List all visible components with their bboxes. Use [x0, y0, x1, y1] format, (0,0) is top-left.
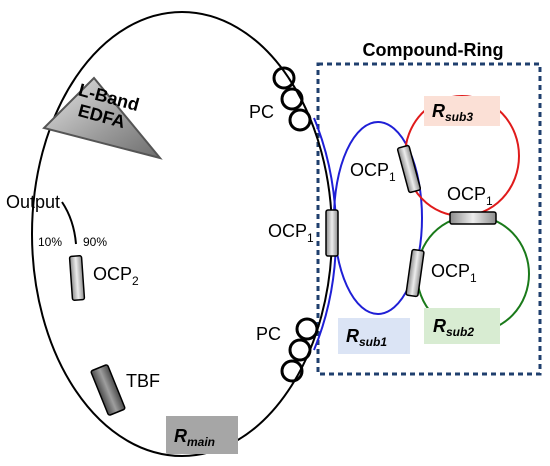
output-ratio-90: 90% [83, 235, 107, 249]
output-label: Output [6, 192, 60, 212]
tbf-filter-icon [90, 364, 126, 416]
pc-upper-icon [272, 66, 312, 132]
ocp2-coupler-icon [68, 255, 86, 301]
ocp1-main-label: OCP1 [268, 221, 314, 245]
edfa-amplifier-icon [42, 76, 163, 160]
rsub1-label-bg [338, 318, 410, 354]
pc-lower-label: PC [256, 324, 281, 344]
rsub3-label: Rsub3 [432, 101, 473, 124]
pc-upper-label: PC [249, 102, 274, 122]
ocp1-sub3-label: OCP1 [447, 184, 493, 208]
rmain-label-bg [166, 416, 238, 454]
output-fiber [61, 201, 77, 245]
ocp1-sub1-coupler-icon [396, 144, 422, 194]
rmain-label: Rmain [174, 426, 215, 449]
ocp1-sub2-label: OCP1 [431, 261, 477, 285]
pc-lower-icon [280, 317, 319, 383]
compound-ring-title: Compound-Ring [363, 40, 504, 60]
rsub1-label: Rsub1 [346, 326, 387, 349]
ocp2-label: OCP2 [93, 264, 139, 288]
ocp1-sub2-coupler-icon [405, 248, 425, 298]
output-ratio-10: 10% [38, 235, 62, 249]
ocp1-sub1-label: OCP1 [350, 160, 396, 184]
tbf-label: TBF [126, 371, 160, 391]
rsub2-label: Rsub2 [433, 316, 474, 339]
ocp1-main-coupler-icon [325, 209, 339, 257]
rsub2-label-bg [424, 308, 500, 344]
rsub3-label-bg [424, 96, 500, 126]
compound-ring-box [316, 62, 542, 376]
ocp1-sub3-coupler-icon [449, 211, 497, 225]
